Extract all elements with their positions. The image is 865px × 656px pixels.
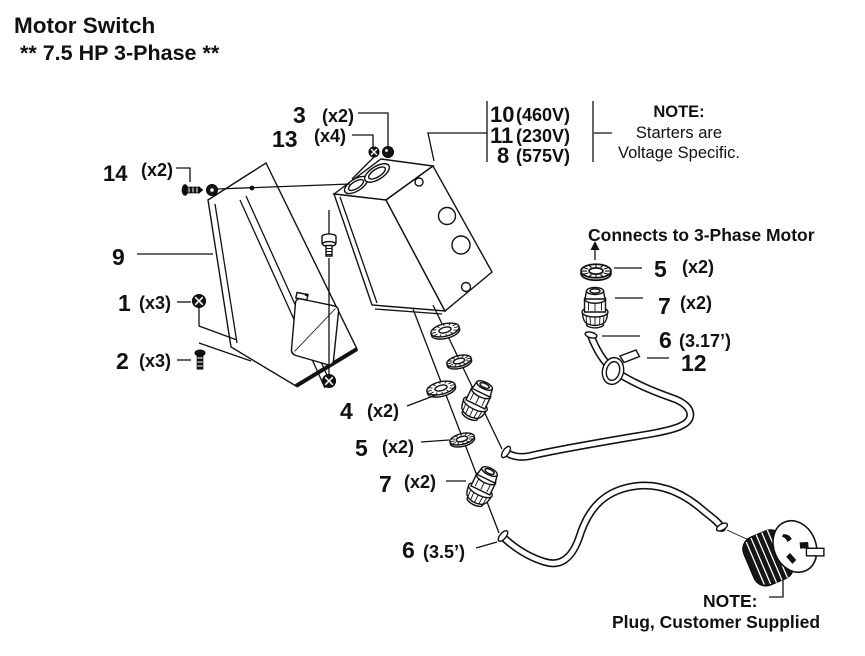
callout-13-num: 13 <box>272 126 298 152</box>
part13-screw <box>368 146 380 158</box>
callout-4-qty: (x2) <box>367 401 399 421</box>
part7-cord-grip <box>456 375 499 426</box>
starter-box-drawing <box>332 158 493 315</box>
callout-4-num: 4 <box>340 398 353 424</box>
callout-2-num: 2 <box>116 348 129 374</box>
part14-washer <box>206 184 218 196</box>
callout-1-num: 1 <box>118 290 131 316</box>
cover-cutout <box>290 298 340 366</box>
cover-bolt <box>321 233 337 257</box>
box-side-hole <box>460 281 472 293</box>
page-title: Motor Switch <box>14 13 155 38</box>
plug-prong <box>782 534 792 543</box>
callout-8-num: 8 <box>497 143 509 168</box>
cover-screw-line <box>351 156 375 180</box>
callout-10-volt: (460V) <box>516 105 570 125</box>
callout-2-qty: (x3) <box>139 351 171 371</box>
power-plug <box>742 519 825 587</box>
plug-note-line2: Plug, Customer Supplied <box>612 612 820 632</box>
callout-14-qty: (x2) <box>141 160 173 180</box>
part4-washer <box>428 319 462 343</box>
switch-cover-drawing <box>198 161 359 389</box>
plug-prong <box>799 541 809 549</box>
box-top-knockout <box>363 163 391 183</box>
part14-screw <box>181 184 204 196</box>
box-side-hole <box>414 177 424 187</box>
plug-note-title: NOTE: <box>703 591 757 611</box>
callout-6-motor-qty: (3.17’) <box>679 331 731 351</box>
callout-7-num: 7 <box>379 471 392 497</box>
voltage-note-line2: Starters are <box>636 124 722 142</box>
box-side-knockout <box>437 206 457 226</box>
part2-screw <box>194 349 206 370</box>
plug-prong <box>786 552 797 564</box>
callout-5-qty: (x2) <box>382 437 414 457</box>
part4-washer <box>424 377 458 401</box>
part14-axis-line <box>216 183 351 190</box>
callout-12-num: 12 <box>681 350 707 376</box>
part5-locknut <box>580 263 612 282</box>
up-arrow-icon <box>590 241 600 250</box>
part1-nut <box>191 293 207 309</box>
cover-nut <box>321 373 337 389</box>
part12-clamp <box>601 349 641 386</box>
box-top-knockout <box>343 175 369 195</box>
part5-locknut <box>444 352 474 372</box>
callout-1-qty: (x3) <box>139 293 171 313</box>
cover-switch-slot <box>294 291 309 301</box>
callout-5-motor-qty: (x2) <box>682 257 714 277</box>
callout-11-num: 11 <box>490 123 513 148</box>
plug-blade <box>805 547 825 557</box>
voltage-note: NOTE: Starters are Voltage Specific. <box>618 103 740 162</box>
callout-7-motor-qty: (x2) <box>680 293 712 313</box>
part7-cord-grip <box>461 461 504 512</box>
motor-connection-heading: Connects to 3-Phase Motor <box>588 225 815 245</box>
callout-14-num: 14 <box>103 161 128 186</box>
callout-3-num: 3 <box>293 102 306 128</box>
plug-note: NOTE: Plug, Customer Supplied <box>612 591 820 632</box>
box-side-knockout <box>451 235 471 255</box>
callout-5-motor-num: 5 <box>654 256 667 282</box>
leader-lines <box>137 101 784 598</box>
callout-8-volt: (575V) <box>516 146 570 166</box>
voltage-note-title: NOTE: <box>653 103 704 121</box>
voltage-note-line3: Voltage Specific. <box>618 144 740 162</box>
callout-6-motor-num: 6 <box>659 327 672 353</box>
callout-6-power-num: 6 <box>402 537 415 563</box>
part5-locknut <box>447 430 477 450</box>
part3-screw <box>382 146 394 158</box>
callout-3-qty: (x2) <box>322 106 354 126</box>
callout-7-qty: (x2) <box>404 472 436 492</box>
power-cable <box>497 481 729 568</box>
callout-9-num: 9 <box>112 244 125 270</box>
cover-foot-flange <box>198 307 252 362</box>
callout-7-motor-num: 7 <box>658 293 671 319</box>
callout-10-num: 10 <box>490 102 514 127</box>
callout-11-volt: (230V) <box>516 126 570 146</box>
callout-6-power-qty: (3.5’) <box>423 542 465 562</box>
page-subtitle: ** 7.5 HP 3-Phase ** <box>20 41 220 65</box>
callout-13-qty: (x4) <box>314 126 346 146</box>
part7-cord-grip <box>581 286 609 329</box>
motor-connector-stack <box>580 241 612 329</box>
callout-5-num: 5 <box>355 435 368 461</box>
